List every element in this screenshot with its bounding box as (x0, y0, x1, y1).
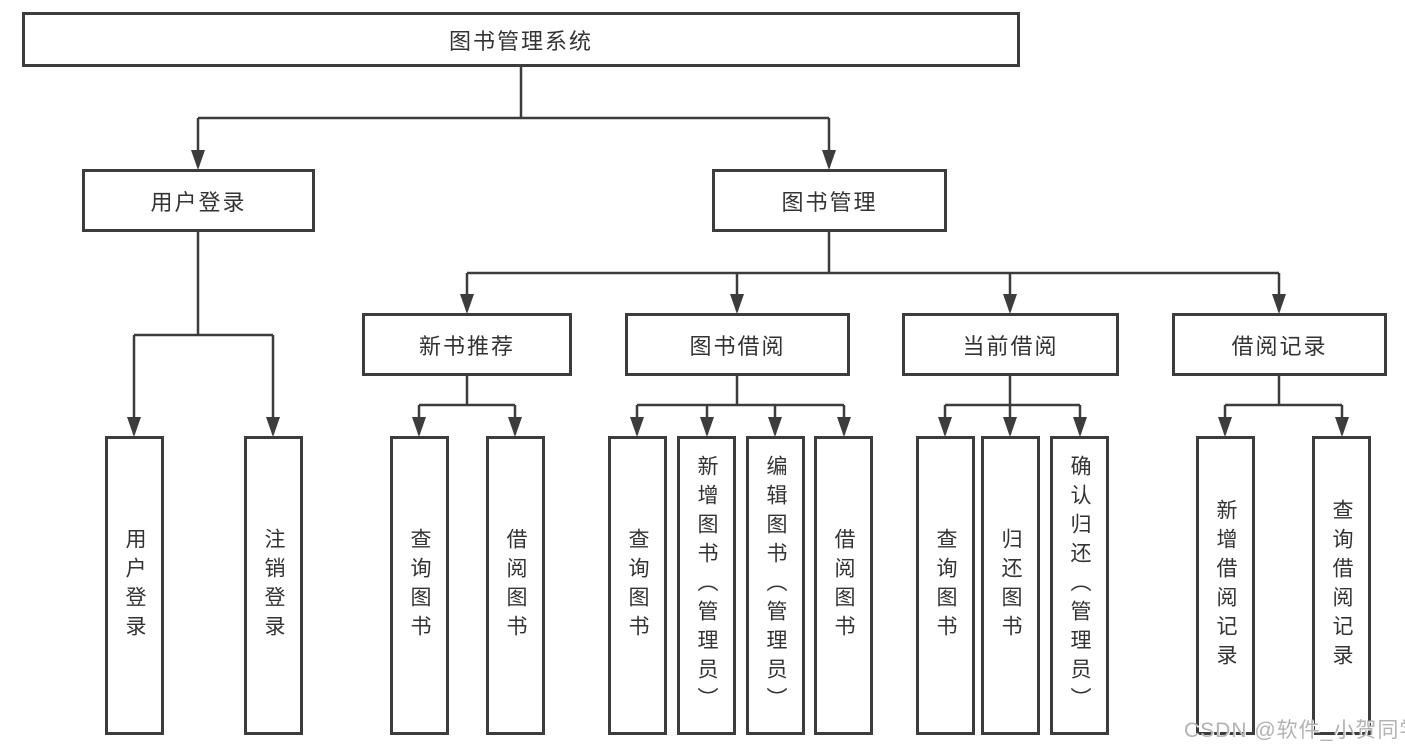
leaf-return-books: 归还图书 (981, 436, 1040, 735)
node-root: 图书管理系统 (22, 12, 1020, 67)
node-user-login-label: 用户登录 (150, 189, 247, 215)
leaf-user-login: 用户登录 (105, 436, 164, 735)
arrowhead (1073, 417, 1087, 437)
watermark-text: CSDN @软件_小贺同学 (1184, 719, 1405, 742)
leaf-edit-books-admin: 编辑图书（管理员） (746, 436, 805, 735)
arrowhead (768, 417, 782, 437)
leaf-logout: 注销登录 (244, 436, 303, 735)
leaf-confirm-return-admin: 确认归还（管理员） (1050, 436, 1109, 735)
leaf-add-borrow-record-label: 新增借阅记录 (1214, 498, 1237, 673)
leaf-query-books-borrow-label: 查询图书 (626, 527, 649, 644)
arrowhead (266, 417, 280, 437)
node-borrow-records-label: 借阅记录 (1231, 333, 1328, 359)
leaf-query-borrow-record: 查询借阅记录 (1312, 436, 1371, 735)
arrowhead (508, 417, 522, 437)
node-book-borrow: 图书借阅 (625, 313, 850, 376)
leaf-edit-books-admin-label: 编辑图书（管理员） (764, 455, 787, 716)
leaf-query-books-current-label: 查询图书 (934, 527, 957, 644)
node-user-login: 用户登录 (82, 169, 315, 232)
leaf-add-borrow-record: 新增借阅记录 (1196, 436, 1255, 735)
arrowhead (1272, 294, 1286, 314)
leaf-query-books-new-label: 查询图书 (408, 527, 431, 644)
leaf-return-books-label: 归还图书 (999, 527, 1022, 644)
leaf-query-borrow-record-label: 查询借阅记录 (1330, 498, 1353, 673)
node-new-books-label: 新书推荐 (418, 333, 515, 359)
connector-path (132, 67, 1344, 434)
leaf-add-books-admin: 新增图书（管理员） (677, 436, 736, 735)
leaf-query-books-borrow: 查询图书 (608, 436, 667, 735)
arrowhead (938, 417, 952, 437)
leaf-add-books-admin-label: 新增图书（管理员） (695, 455, 718, 716)
node-current-borrow: 当前借阅 (902, 313, 1119, 376)
leaf-query-books-current: 查询图书 (916, 436, 975, 735)
node-book-borrow-label: 图书借阅 (689, 333, 786, 359)
arrowhead (1003, 294, 1017, 314)
node-new-books: 新书推荐 (362, 313, 572, 376)
node-current-borrow-label: 当前借阅 (962, 333, 1059, 359)
arrowhead (730, 294, 744, 314)
arrowhead (1218, 417, 1232, 437)
arrowhead (1335, 417, 1349, 437)
leaf-borrow-books-new: 借阅图书 (486, 436, 545, 735)
node-root-label: 图书管理系统 (448, 28, 593, 54)
arrowheads (127, 150, 1349, 437)
leaf-borrow-books-new-label: 借阅图书 (504, 527, 527, 644)
arrowhead (412, 417, 426, 437)
arrowhead (837, 417, 851, 437)
leaf-logout-label: 注销登录 (262, 527, 285, 644)
arrowhead (127, 417, 141, 437)
node-book-manage: 图书管理 (712, 169, 947, 232)
leaf-confirm-return-admin-label: 确认归还（管理员） (1068, 455, 1091, 716)
node-borrow-records: 借阅记录 (1172, 313, 1387, 376)
arrowhead (700, 417, 714, 437)
arrowhead (822, 150, 836, 170)
node-book-manage-label: 图书管理 (781, 189, 878, 215)
arrowhead (191, 150, 205, 170)
leaf-user-login-label: 用户登录 (123, 527, 146, 644)
arrowhead (460, 294, 474, 314)
arrowhead (630, 417, 644, 437)
leaf-borrow-books-borrow: 借阅图书 (814, 436, 873, 735)
leaf-query-books-new: 查询图书 (390, 436, 449, 735)
leaf-borrow-books-borrow-label: 借阅图书 (832, 527, 855, 644)
arrowhead (1003, 417, 1017, 437)
